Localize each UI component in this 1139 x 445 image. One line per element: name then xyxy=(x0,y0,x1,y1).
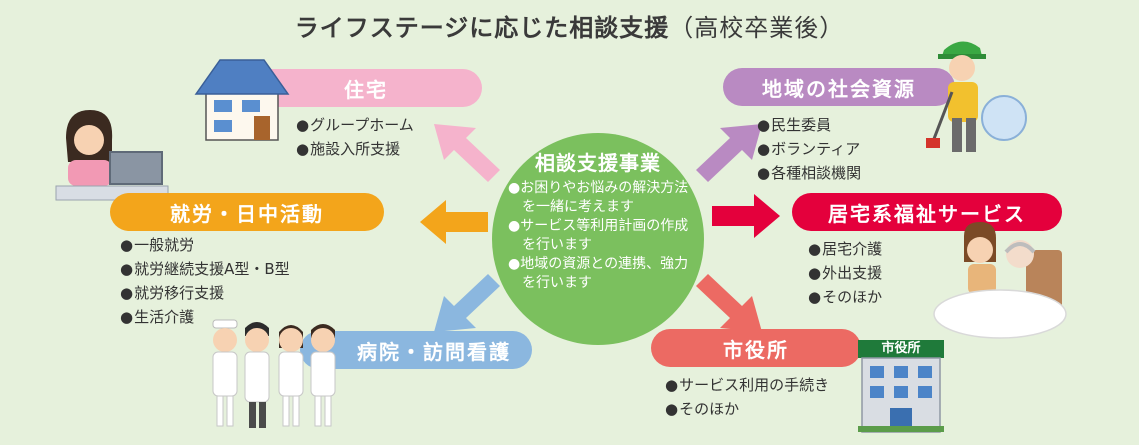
building-icon xyxy=(858,357,944,433)
center-item: サービス等利用計画の作成を行います xyxy=(508,217,698,255)
list-item: グループホーム xyxy=(296,113,414,137)
list-item: 就労移行支援 xyxy=(120,281,290,305)
node-home-welfare: 居宅系福祉サービス xyxy=(792,193,1062,231)
arrow-work xyxy=(420,200,488,244)
city-hall-list: サービス利用の手続き そのほか xyxy=(665,373,829,421)
home-welfare-list: 居宅介護 外出支援 そのほか xyxy=(808,237,882,309)
node-work: 就労・日中活動 xyxy=(110,193,384,231)
arrow-city-hall xyxy=(696,274,762,332)
list-item: そのほか xyxy=(808,285,882,309)
volunteer-illustration xyxy=(926,41,1027,152)
community-list: 民生委員 ボランティア 各種相談機関 xyxy=(757,113,861,185)
title-sub: （高校卒業後） xyxy=(669,14,845,42)
list-item: サービス利用の手続き xyxy=(665,373,829,397)
node-community: 地域の社会資源 xyxy=(723,68,955,106)
center-item: 地域の資源との連携、強力を行います xyxy=(508,255,698,293)
list-item: 生活介護 xyxy=(120,305,290,329)
arrow-hospital xyxy=(434,274,500,332)
work-list: 一般就労 就労継続支援A型・B型 就労移行支援 生活介護 xyxy=(120,233,290,329)
arrow-home-welfare xyxy=(712,194,780,238)
list-item: ボランティア xyxy=(757,137,861,161)
arrow-community xyxy=(696,124,762,182)
title-main: ライフステージに応じた相談支援 xyxy=(294,14,670,42)
list-item: 外出支援 xyxy=(808,261,882,285)
node-city-hall: 市役所 xyxy=(651,329,861,367)
list-item: 民生委員 xyxy=(757,113,861,137)
list-item: 各種相談機関 xyxy=(757,161,861,185)
list-item: 施設入所支援 xyxy=(296,137,414,161)
node-hospital: 病院・訪問看護 xyxy=(300,331,532,369)
house-illustration xyxy=(194,59,290,141)
node-housing: 住宅 xyxy=(250,69,482,107)
housing-list: グループホーム 施設入所支援 xyxy=(296,113,414,161)
center-list: お困りやお悩みの解決方法を一緒に考えます サービス等利用計画の作成を行います 地… xyxy=(508,179,698,293)
city-hall-sign: 市役所 xyxy=(858,340,944,358)
list-item: そのほか xyxy=(665,397,829,421)
caregiver-illustration xyxy=(933,222,1067,339)
center-node-consultation: 相談支援事業 お困りやお悩みの解決方法を一緒に考えます サービス等利用計画の作成… xyxy=(492,133,704,345)
list-item: 一般就労 xyxy=(120,233,290,257)
medical-staff-illustration xyxy=(212,319,336,428)
arrow-housing xyxy=(434,124,500,182)
city-hall-building-illustration: 市役所 xyxy=(858,340,944,433)
list-item: 居宅介護 xyxy=(808,237,882,261)
page-title: ライフステージに応じた相談支援（高校卒業後） xyxy=(0,8,1139,43)
center-title: 相談支援事業 xyxy=(535,151,661,175)
center-item: お困りやお悩みの解決方法を一緒に考えます xyxy=(508,179,698,217)
list-item: 就労継続支援A型・B型 xyxy=(120,257,290,281)
